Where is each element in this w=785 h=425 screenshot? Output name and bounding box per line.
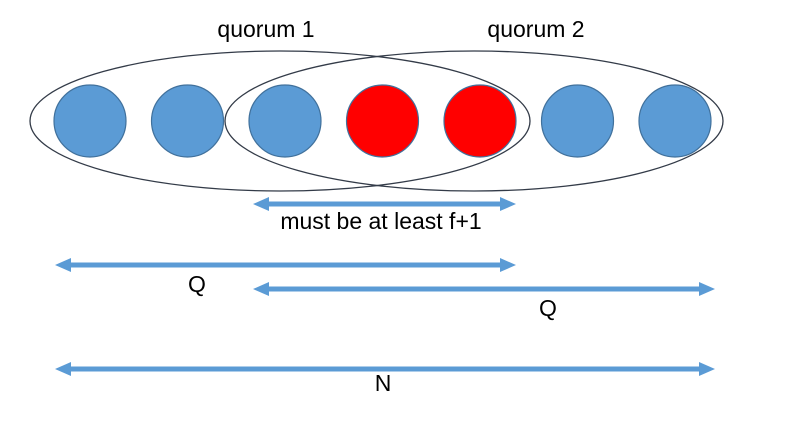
overlap-label: must be at least f+1: [280, 208, 481, 234]
q-first-label: Q: [188, 271, 206, 297]
arrows-group: [55, 197, 715, 376]
q-second-label: Q: [539, 295, 557, 321]
arrow-head-left: [253, 197, 269, 211]
n-total-label: N: [375, 370, 392, 396]
arrow-head-right: [500, 258, 516, 272]
node-5-faulty: [443, 84, 517, 158]
q-first-arrow: [55, 258, 516, 272]
node-2-correct: [150, 84, 225, 158]
quorum-2-label: quorum 2: [487, 16, 584, 42]
arrow-head-left: [55, 258, 71, 272]
arrow-head-right: [699, 362, 715, 376]
node-4-faulty: [345, 84, 420, 158]
overlap-arrow: [253, 197, 516, 211]
q-second-arrow: [253, 282, 715, 296]
node-6-correct: [540, 84, 615, 158]
n-total-arrow: [55, 362, 715, 376]
node-3-correct: [248, 84, 322, 158]
node-7-correct: [638, 84, 712, 158]
quorum-1-label: quorum 1: [217, 16, 314, 42]
arrow-head-left: [253, 282, 269, 296]
nodes-group: [53, 84, 712, 158]
arrow-head-right: [699, 282, 715, 296]
arrow-head-left: [55, 362, 71, 376]
arrow-head-right: [500, 197, 516, 211]
node-1-correct: [53, 84, 127, 158]
quorum-1-ellipse: [29, 50, 531, 192]
quorum-2-ellipse: [224, 50, 724, 192]
